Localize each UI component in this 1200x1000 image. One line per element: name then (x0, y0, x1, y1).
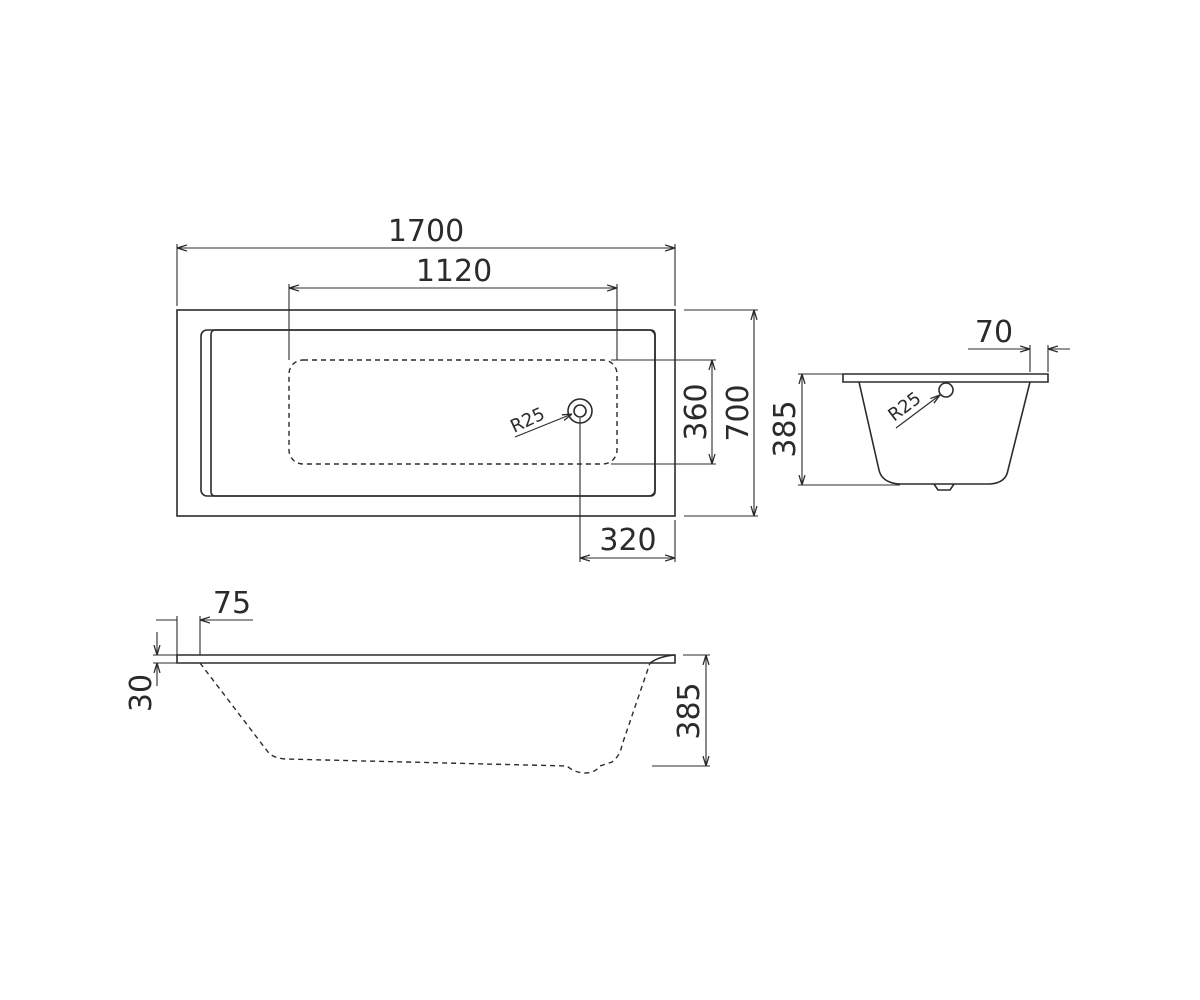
r25-leader-top (514, 414, 572, 438)
side-view: 75 30 385 (124, 586, 710, 774)
side-basin-dashed (199, 662, 651, 774)
end-view: R25 70 385 (768, 315, 1070, 491)
dim-end-rim: 70 (975, 315, 1013, 350)
tub-floor-dashed (288, 359, 618, 465)
side-rim (176, 654, 676, 664)
dim-drain-offset: 320 (599, 523, 656, 558)
end-drain-stub (933, 483, 955, 491)
end-basin (858, 381, 1031, 485)
dim-side-rim: 75 (213, 586, 251, 621)
dim-inner-width: 360 (679, 383, 714, 440)
tub-outline-top (176, 309, 676, 517)
dim-side-height: 385 (672, 682, 707, 739)
tub-inner-rim (200, 329, 656, 497)
dim-rim-thickness: 30 (124, 674, 159, 712)
end-rim (842, 373, 1049, 383)
dim-overall-length: 1700 (388, 214, 464, 249)
dim-overall-width: 700 (721, 384, 756, 441)
side-rim-curve (649, 654, 676, 664)
tub-inner-basin (210, 329, 656, 497)
dim-inner-length: 1120 (416, 254, 492, 289)
top-view: R25 1700 1120 360 700 320 (176, 214, 758, 562)
dim-end-height: 385 (768, 400, 803, 457)
end-overflow (938, 382, 954, 398)
r25-leader-end (895, 395, 940, 429)
drain-radius-label-end: R25 (884, 388, 925, 426)
